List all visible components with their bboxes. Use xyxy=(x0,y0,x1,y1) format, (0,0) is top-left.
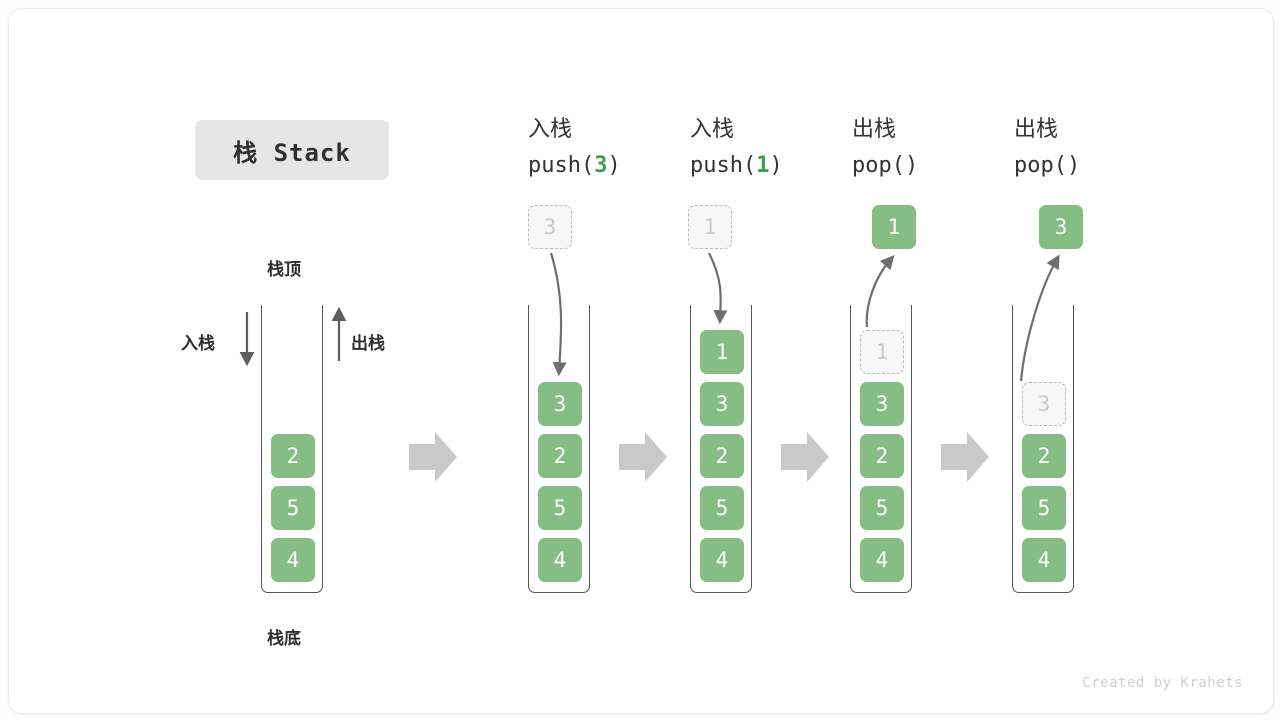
incoming-element-ghost: 1 xyxy=(688,205,732,249)
pop-1-motion-arrow xyxy=(865,255,895,328)
stack-cell: 4 xyxy=(860,538,904,582)
stack-cell: 5 xyxy=(538,486,582,530)
stack-cell: 3 xyxy=(860,382,904,426)
label-pop-initial: 出栈 xyxy=(351,334,385,353)
column-head-line2: pop() xyxy=(852,148,918,184)
op-name: pop( xyxy=(1014,153,1067,178)
popped-element: 1 xyxy=(872,205,916,249)
stack-cell: 5 xyxy=(271,486,315,530)
op-name: push( xyxy=(528,153,595,178)
flow-separator-arrows xyxy=(409,432,989,482)
stack-container-push-1: 1 3 2 5 4 xyxy=(690,305,752,593)
initial-direction-arrows xyxy=(239,306,347,367)
column-head-line1: 出栈 xyxy=(1014,117,1059,142)
stack-cell-ghost: 1 xyxy=(860,330,904,374)
stack-cell: 2 xyxy=(1022,434,1066,478)
stack-cell: 4 xyxy=(271,538,315,582)
stack-cell: 3 xyxy=(700,382,744,426)
stack-container-initial: 2 5 4 xyxy=(261,305,323,593)
stack-cell: 5 xyxy=(700,486,744,530)
stack-cell: 1 xyxy=(700,330,744,374)
stack-cell: 2 xyxy=(538,434,582,478)
watermark: Created by Krahets xyxy=(1082,675,1243,691)
diagram-card: 栈 Stack 栈顶 栈底 入栈 出栈 2 5 4 xyxy=(8,8,1274,714)
stack-cell: 4 xyxy=(1022,538,1066,582)
stack-cell: 4 xyxy=(538,538,582,582)
op-arg: 3 xyxy=(594,153,608,178)
column-head-line2: pop() xyxy=(1014,148,1080,184)
stack-cell-ghost: 3 xyxy=(1022,382,1066,426)
stack-cell: 2 xyxy=(700,434,744,478)
op-name: pop( xyxy=(852,153,905,178)
label-stack-bottom: 栈底 xyxy=(267,629,301,648)
stack-container-pop-1: 1 3 2 5 4 xyxy=(850,305,912,593)
column-head-line1: 入栈 xyxy=(528,117,573,142)
op-arg: 1 xyxy=(756,153,770,178)
stack-cell: 3 xyxy=(538,382,582,426)
label-stack-top: 栈顶 xyxy=(267,260,301,279)
push-1-motion-arrow xyxy=(708,252,728,325)
op-name: push( xyxy=(690,153,757,178)
stack-cell: 2 xyxy=(860,434,904,478)
column-head-line2: push(1) xyxy=(690,148,783,184)
incoming-element-ghost: 3 xyxy=(528,205,572,249)
popped-element: 3 xyxy=(1039,205,1083,249)
op-close: ) xyxy=(607,153,621,178)
stack-container-push-3: 3 2 5 4 xyxy=(528,305,590,593)
stack-cell: 2 xyxy=(271,434,315,478)
stack-cell: 5 xyxy=(860,486,904,530)
pop-3-motion-arrow xyxy=(1019,254,1060,382)
column-head-line1: 出栈 xyxy=(852,117,897,142)
op-close: ) xyxy=(769,153,783,178)
op-close: ) xyxy=(904,153,919,178)
column-head-line2: push(3) xyxy=(528,148,621,184)
stack-container-pop-3: 3 2 5 4 xyxy=(1012,305,1074,593)
op-close: ) xyxy=(1066,153,1081,178)
page-title: 栈 Stack xyxy=(195,120,389,180)
stack-cell: 4 xyxy=(700,538,744,582)
stack-cell: 5 xyxy=(1022,486,1066,530)
push-3-motion-arrow xyxy=(549,252,567,377)
label-push-initial: 入栈 xyxy=(181,334,215,353)
column-head-line1: 入栈 xyxy=(690,117,735,142)
